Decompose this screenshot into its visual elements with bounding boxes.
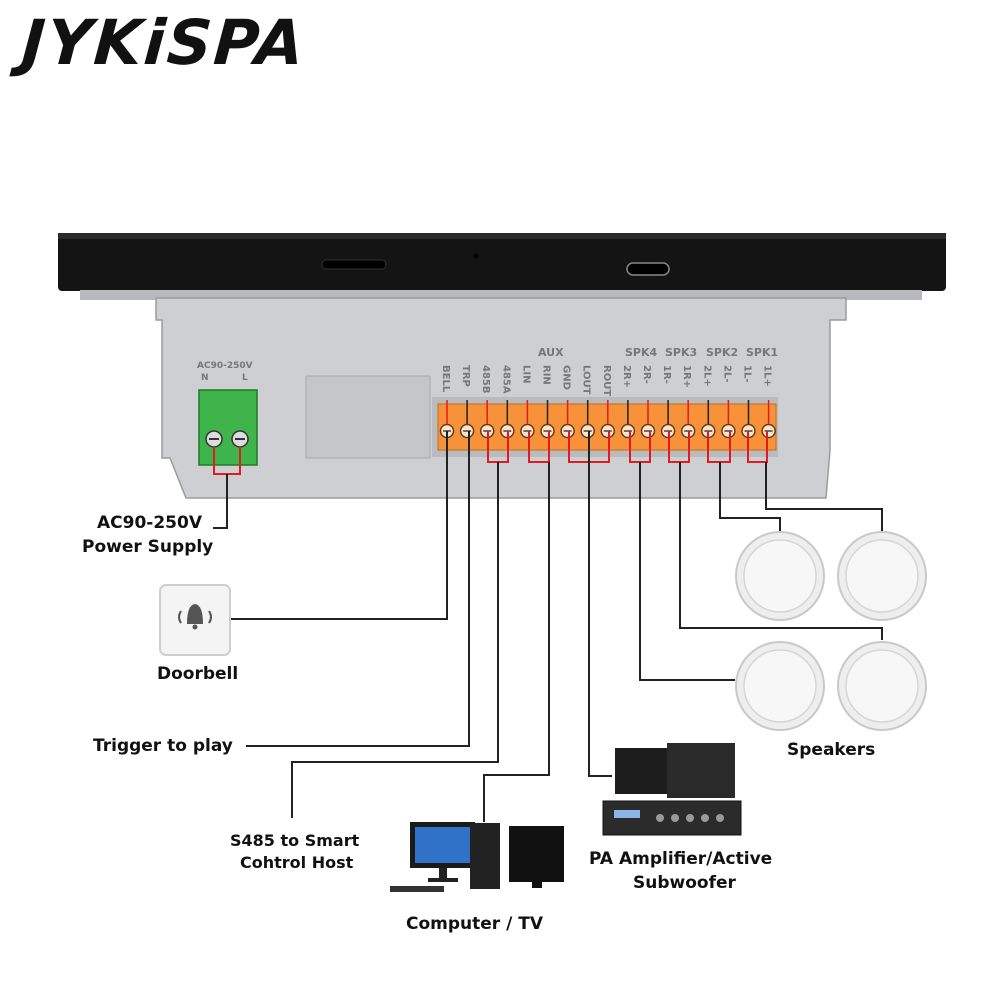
device-front-bezel: [58, 233, 946, 291]
s485-label-line2: Cohtrol Host: [240, 853, 354, 872]
port-label-0: BELL: [440, 365, 451, 393]
port-label-5: RIN: [541, 365, 552, 385]
port-label-15: 1L-: [742, 365, 753, 382]
computer-icon: [390, 822, 564, 892]
port-label-4: LIN: [520, 365, 531, 383]
port-label-1: TRP: [460, 365, 471, 387]
group-spk1-label: SPK1: [746, 346, 778, 359]
port-label-11: 1R-: [661, 365, 672, 384]
ceiling-speaker-3: [735, 641, 825, 731]
power-terminal-block: [198, 389, 258, 466]
microphone-hole: [473, 253, 479, 259]
group-spk4-label: SPK4: [625, 346, 658, 359]
ceiling-speaker-1: [735, 531, 825, 621]
port-label-9: 2R+: [621, 365, 632, 388]
port-label-12: 1R+: [681, 365, 692, 388]
subwoofer-icon: [615, 743, 735, 798]
port-label-2: 485B: [480, 365, 491, 394]
speakers-label: Speakers: [787, 740, 876, 760]
ceiling-speaker-2: [837, 531, 927, 621]
port-label-6: GND: [561, 365, 572, 390]
group-aux-label: AUX: [538, 346, 564, 359]
ceiling-speaker-4: [837, 641, 927, 731]
port-label-14: 2L-: [721, 365, 732, 382]
power-rating-text: AC90-250V: [197, 361, 253, 371]
port-label-7: LOUT: [581, 365, 592, 395]
amplifier-label-line1: PA Amplifier/Active: [589, 849, 773, 869]
port-label-16: 1L+: [762, 365, 773, 387]
doorbell-icon: [159, 584, 231, 656]
power-supply-label-line2: Power Supply: [82, 537, 214, 557]
group-spk2-label: SPK2: [706, 346, 738, 359]
group-spk3-label: SPK3: [665, 346, 697, 359]
port-labels: BELL TRP 485B 485A LIN RIN GND LOUT ROUT 2R+ 2R- 1R…: [439, 365, 776, 439]
sd-card-slot: [321, 259, 387, 270]
computer-label: Computer / TV: [406, 914, 543, 934]
usb-port: [626, 262, 670, 276]
power-supply-label-line1: AC90-250V: [97, 513, 202, 533]
amplifier-label-line2: Subwoofer: [633, 873, 736, 893]
pa-amplifier-icon: [602, 800, 742, 836]
port-label-10: 2R-: [641, 365, 652, 384]
doorbell-label: Doorbell: [157, 664, 239, 684]
trigger-label: Trigger to play: [93, 736, 233, 756]
connection-wires: [213, 431, 883, 822]
port-label-13: 2L+: [701, 365, 712, 387]
power-n-text: N: [201, 373, 209, 383]
port-label-8: ROUT: [601, 365, 612, 396]
port-label-3: 485A: [500, 365, 511, 394]
power-l-text: L: [242, 373, 248, 383]
s485-label-line1: S485 to Smart: [230, 831, 360, 850]
